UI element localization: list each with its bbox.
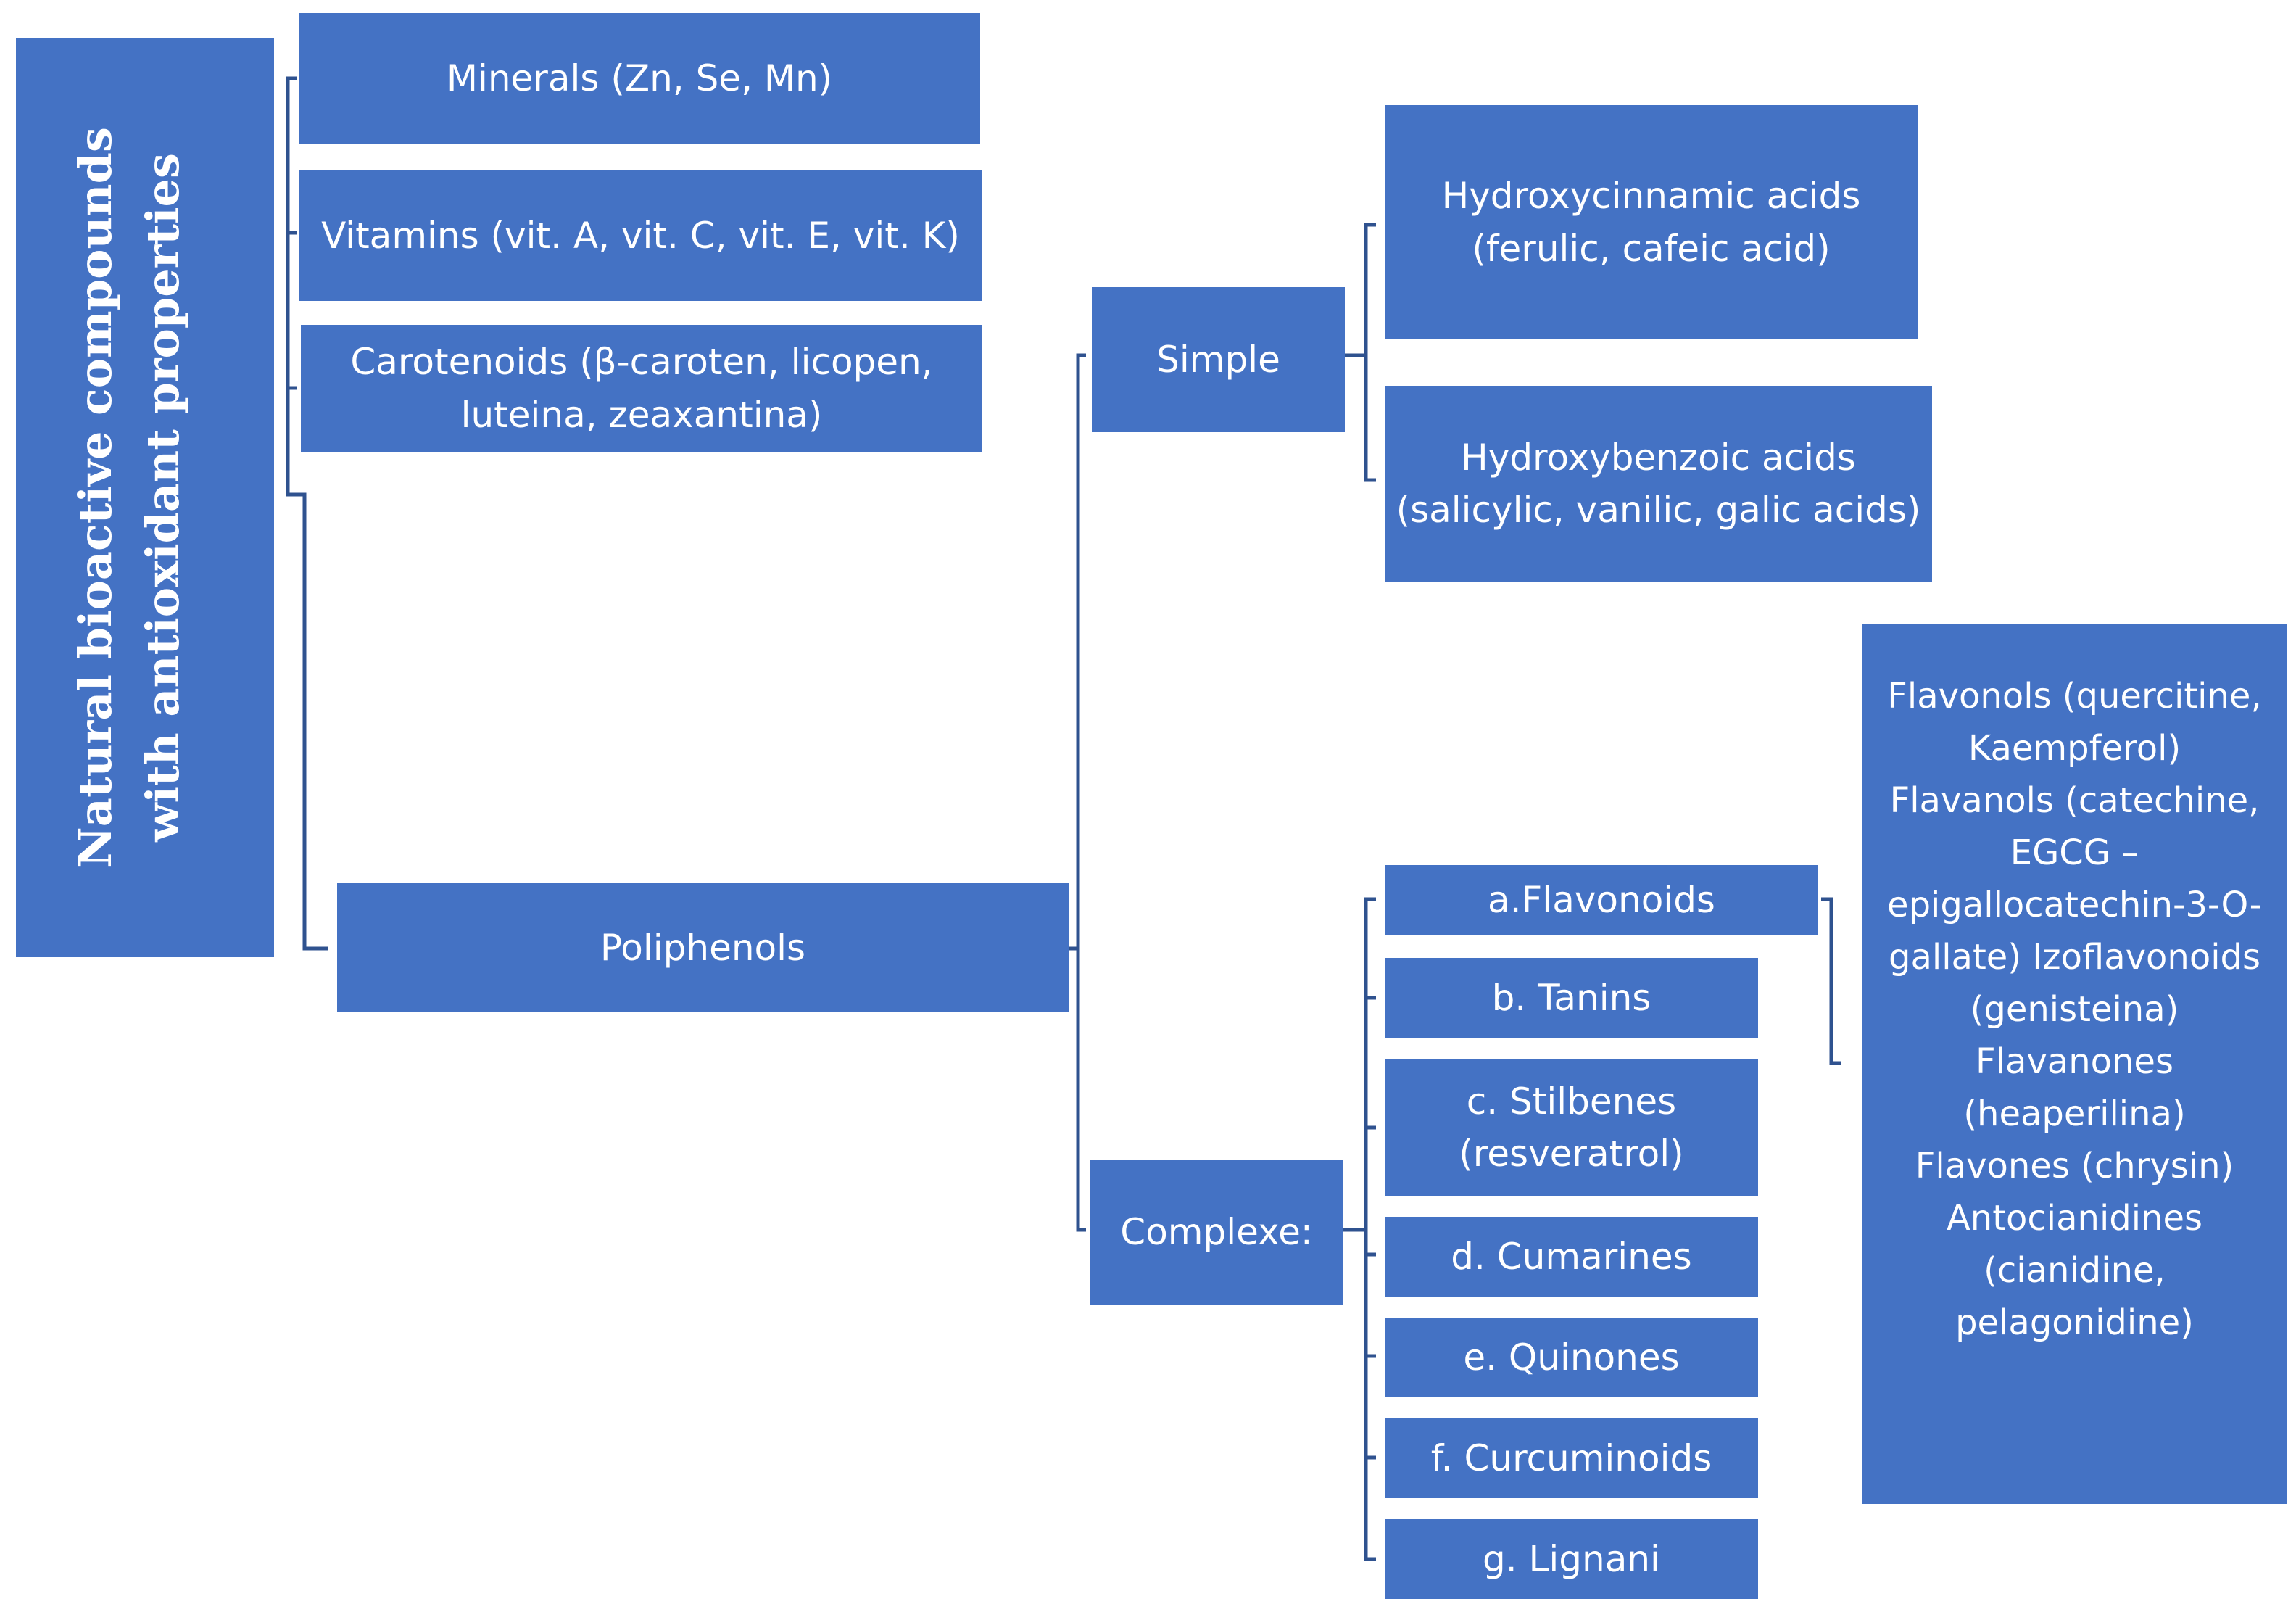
- flavonoids-box: a.Flavonoids: [1385, 865, 1818, 935]
- poliphenols-bracket: [1076, 353, 1086, 1232]
- tanins-box: b. Tanins: [1385, 958, 1758, 1038]
- poliphenols-box: Poliphenols: [337, 883, 1069, 1012]
- vitamins-box: Vitamins (vit. A, vit. C, vit. E, vit. K…: [299, 170, 982, 301]
- flavonoids-bracket: [1821, 897, 1841, 1065]
- root-bracket: [286, 76, 297, 497]
- cumarines-box: d. Cumarines: [1385, 1217, 1758, 1297]
- simple-bracket: [1364, 223, 1376, 482]
- root-node-label: Natural bioactive compounds with antioxi…: [69, 127, 189, 868]
- hydroxycinnamic-acids-box: Hydroxycinnamic acids (ferulic, cafeic a…: [1385, 105, 1918, 339]
- quinones-box: e. Quinones: [1385, 1318, 1758, 1397]
- stilbenes-box: c. Stilbenes (resveratrol): [1385, 1059, 1758, 1196]
- flavonoid-details-box: Flavonols (quercitine, Kaempferol) Flava…: [1862, 624, 2287, 1504]
- carotenoids-box: Carotenoids (β-caroten, licopen, luteina…: [301, 325, 982, 452]
- minerals-box: Minerals (Zn, Se, Mn): [299, 13, 980, 144]
- root-node: [16, 38, 274, 957]
- simple-box: Simple: [1092, 287, 1345, 432]
- curcuminoids-box: f. Curcuminoids: [1385, 1418, 1758, 1498]
- lignani-box: g. Lignani: [1385, 1519, 1758, 1599]
- root-stub-poliphenols: [288, 492, 328, 951]
- complexe-box: Complexe:: [1090, 1160, 1343, 1305]
- hydroxybenzoic-acids-box: Hydroxybenzoic acids (salicylic, vanilic…: [1385, 386, 1932, 582]
